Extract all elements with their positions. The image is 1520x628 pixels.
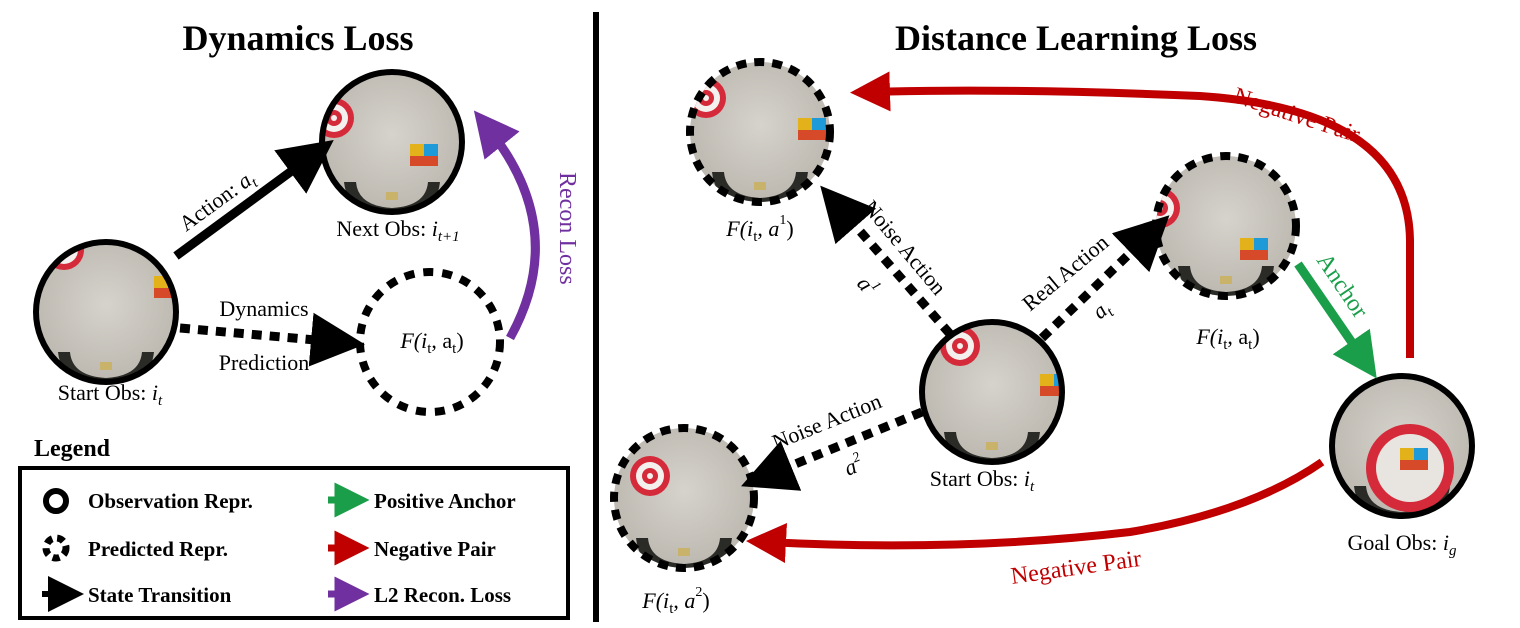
dashed-ring-icon bbox=[42, 534, 70, 562]
real-action-symbol: at bbox=[1087, 294, 1118, 326]
predicted-repr-circle bbox=[356, 268, 504, 416]
dynamics-prediction-arrow bbox=[179, 312, 365, 367]
noise1-pred-label: F(it, a1) bbox=[725, 213, 793, 245]
dynamics-label: Dynamics bbox=[219, 296, 308, 321]
noise-action-2-symbol: a2 bbox=[840, 450, 866, 481]
svg-text:Negative Pair: Negative Pair bbox=[374, 537, 496, 561]
negative-pair-top-label: Negative Pair bbox=[1230, 83, 1363, 148]
legend-item-negative-pair: Negative Pair bbox=[328, 530, 496, 566]
legend-item-positive-anchor: Positive Anchor bbox=[328, 482, 516, 518]
dynamics-loss-title: Dynamics Loss bbox=[182, 18, 413, 58]
noise-action-2-label: Noise Action bbox=[769, 388, 885, 454]
start-obs-label: Start Obs: it bbox=[58, 380, 163, 409]
negative-pair-top-arrow bbox=[850, 71, 1414, 358]
svg-text:Positive Anchor: Positive Anchor bbox=[374, 489, 516, 513]
prediction-label: Prediction bbox=[219, 350, 309, 375]
next-obs-label: Next Obs: it+1 bbox=[336, 216, 459, 245]
negative-pair-bottom-arrow bbox=[746, 458, 1325, 564]
svg-text:L2 Recon. Loss: L2 Recon. Loss bbox=[374, 583, 511, 607]
legend-item-observation: Observation Repr. bbox=[43, 488, 253, 514]
svg-text:Observation Repr.: Observation Repr. bbox=[88, 489, 253, 513]
recon-loss-arrow bbox=[473, 110, 540, 341]
noise2-pred-label: F(it, a2) bbox=[641, 585, 709, 617]
start-obs-center-circle bbox=[919, 319, 1065, 465]
predicted-repr-label: F(it, at) bbox=[399, 328, 463, 357]
action-arrow bbox=[173, 140, 334, 260]
recon-loss-label: Recon Loss bbox=[554, 172, 580, 285]
start-obs-center-label: Start Obs: it bbox=[930, 466, 1035, 495]
legend-title: Legend bbox=[34, 436, 111, 462]
goal-obs-label: Goal Obs: ig bbox=[1348, 530, 1457, 559]
noise-action-1-symbol: a1 bbox=[852, 271, 883, 302]
legend-box bbox=[18, 466, 570, 620]
start-obs-circle bbox=[33, 239, 179, 385]
legend-item-predicted: Predicted Repr. bbox=[42, 534, 228, 562]
next-obs-circle bbox=[319, 69, 465, 215]
real-pred-label: F(it, at) bbox=[1195, 324, 1259, 353]
negative-pair-bottom-label: Negative Pair bbox=[1009, 546, 1143, 590]
legend-item-state-transition: State Transition bbox=[42, 576, 232, 612]
svg-text:Predicted Repr.: Predicted Repr. bbox=[88, 537, 228, 561]
real-action-arrow bbox=[1038, 215, 1170, 342]
svg-text:State Transition: State Transition bbox=[88, 583, 232, 607]
noise1-pred-circle bbox=[686, 58, 834, 206]
anchor-label: Anchor bbox=[1311, 249, 1373, 323]
distance-loss-title: Distance Learning Loss bbox=[895, 18, 1257, 58]
goal-obs-circle bbox=[1329, 373, 1475, 519]
solid-ring-icon bbox=[43, 488, 69, 514]
legend-item-recon-loss: L2 Recon. Loss bbox=[328, 576, 511, 612]
noise2-pred-circle bbox=[610, 424, 758, 572]
real-pred-circle bbox=[1152, 152, 1300, 300]
anchor-arrow bbox=[1294, 261, 1377, 379]
